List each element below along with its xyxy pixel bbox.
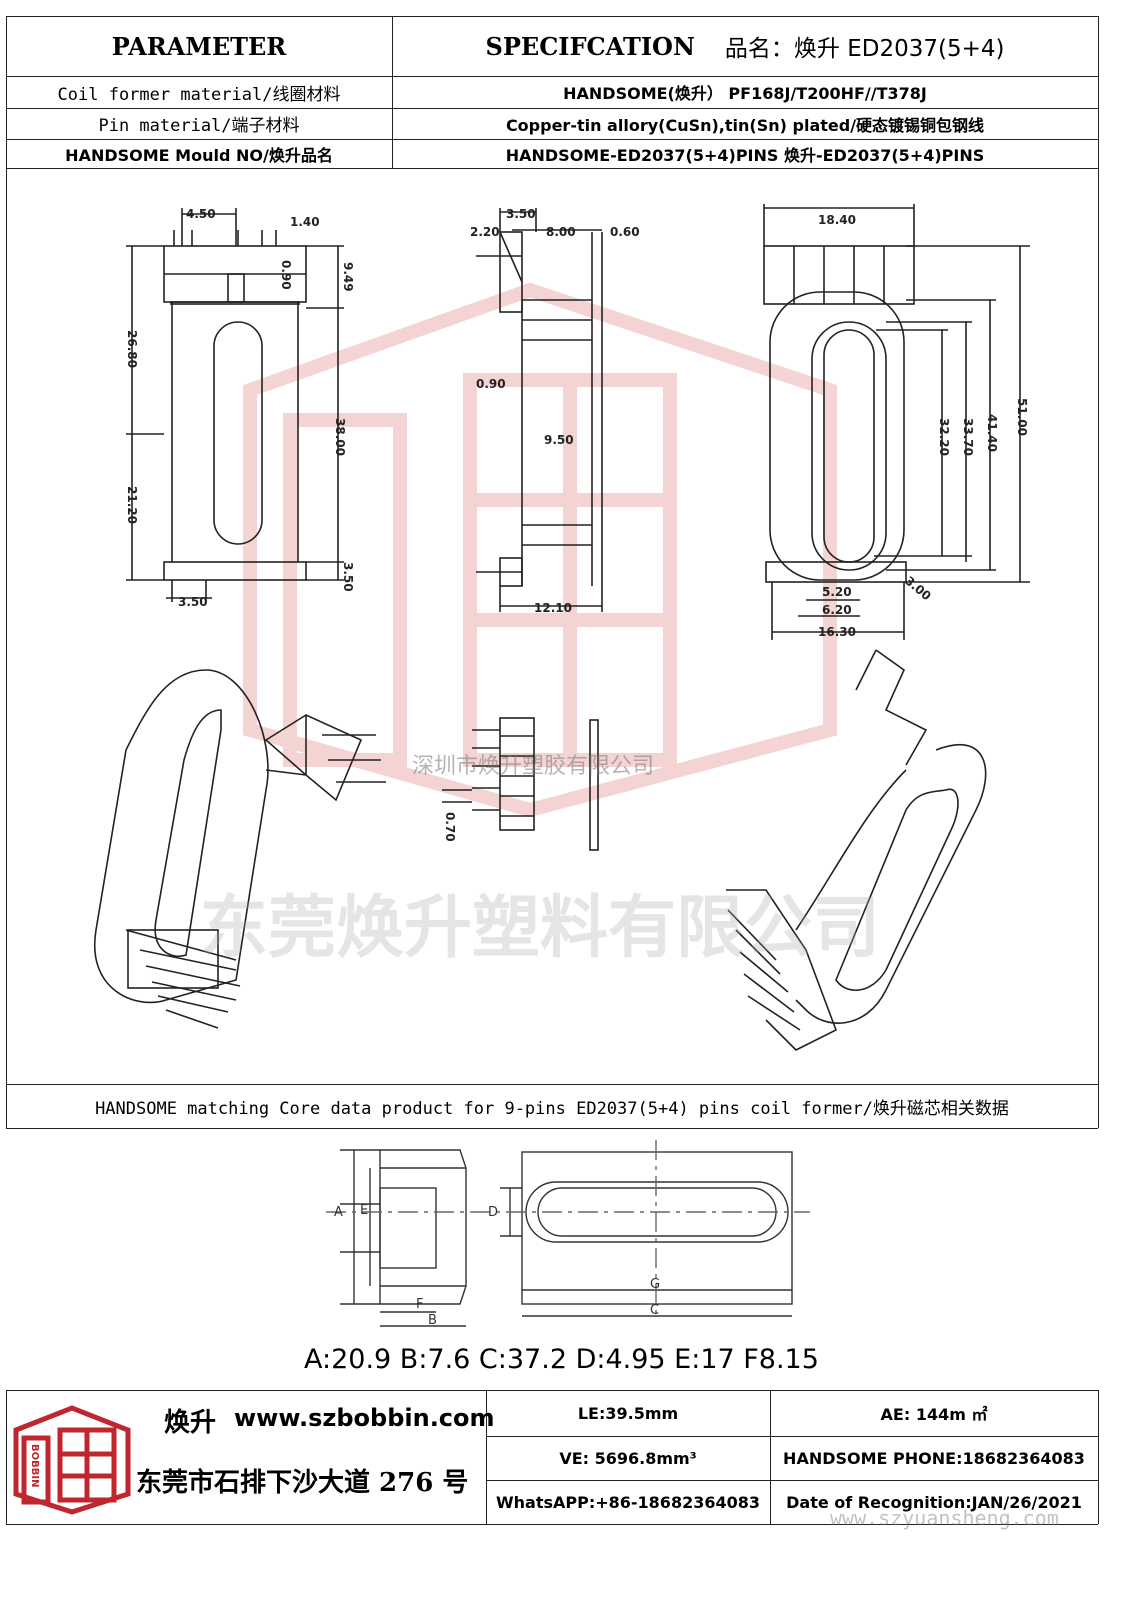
dim-side-3-50: 3.50 <box>506 207 536 221</box>
row-value-coil-material: HANDSOME(焕升） PF168J/T200HF//T378J <box>563 84 927 103</box>
dim-front-1-40: 1.40 <box>290 215 320 229</box>
core-section-title: HANDSOME matching Core data product for … <box>95 1098 1009 1119</box>
logo-text: BOBBIN <box>29 1444 40 1487</box>
dim-front-21-20: 21.20 <box>125 486 139 524</box>
dim-side-12-10: 12.10 <box>534 601 572 615</box>
core-letter-f: F <box>416 1297 423 1312</box>
row-label-coil-material: Coil former material/线圈材料 <box>57 84 341 105</box>
core-letter-g: G <box>650 1277 660 1292</box>
footer-ae: AE: 144m ㎡ <box>880 1405 988 1424</box>
dim-front-0-90: 0.90 <box>279 260 293 290</box>
dim-top-41-40: 41.40 <box>985 414 999 452</box>
watermark-logo-icon <box>243 282 837 818</box>
dim-top-6-20: 6.20 <box>822 603 852 617</box>
dim-side-9-50: 9.50 <box>544 433 574 447</box>
footer-date: Date of Recognition:JAN/26/2021 <box>786 1492 1082 1512</box>
core-letter-d: D <box>488 1205 498 1220</box>
iso-view-middle <box>442 717 599 851</box>
row-label-mould-no: HANDSOME Mould NO/焕升品名 <box>65 145 333 165</box>
footer-ve: VE: 5696.8mm³ <box>559 1448 697 1468</box>
dim-front-3-50-bottom: 3.50 <box>178 595 208 609</box>
iso-view-right <box>726 649 987 1051</box>
watermark-website: www.szyuansheng.com <box>830 1506 1059 1530</box>
watermark-company-large: 东莞焕升塑料有限公司 <box>200 889 881 968</box>
dim-pin-0-70: 0.70 <box>443 812 457 842</box>
row-value-mould-no: HANDSOME-ED2037(5+4)PINS 焕升-ED2037(5+4)P… <box>505 145 985 165</box>
dim-side-8-00: 8.00 <box>546 225 576 239</box>
dim-top-51-00: 51.00 <box>1015 398 1029 436</box>
specification-label: SPECIFCATION <box>485 31 695 61</box>
dim-top-16-30: 16.30 <box>818 625 856 639</box>
technical-drawing: 4.50 1.40 0.90 9.49 26.80 38.00 21.20 3.… <box>93 204 1030 1051</box>
dim-front-26-80: 26.80 <box>125 330 139 368</box>
core-values: A:20.9 B:7.6 C:37.2 D:4.95 E:17 F8.15 <box>304 1344 819 1375</box>
front-view <box>126 208 344 602</box>
footer-brand: 焕升 <box>164 1408 217 1438</box>
core-letter-a: A <box>334 1205 343 1220</box>
row-label-pin-material: Pin material/端子材料 <box>98 116 300 136</box>
dim-top-5-20: 5.20 <box>822 585 852 599</box>
core-letter-e: E <box>360 1203 368 1218</box>
core-letter-c: C <box>650 1303 659 1318</box>
footer-le: LE:39.5mm <box>577 1403 679 1423</box>
footer-website[interactable]: www.szbobbin.com <box>234 1404 495 1432</box>
dim-top-33-70: 33.70 <box>961 418 975 456</box>
company-logo-icon: BOBBIN <box>13 1405 131 1515</box>
core-letter-b: B <box>428 1313 437 1328</box>
product-name-label: 品名： <box>724 36 794 62</box>
row-value-pin-material: Copper-tin allory(CuSn),tin(Sn) plated/硬… <box>505 115 985 135</box>
side-view <box>476 208 603 612</box>
dim-side-0-90: 0.90 <box>476 377 506 391</box>
dim-top-3-00: 3.00 <box>902 574 934 604</box>
dim-front-4-50: 4.50 <box>186 207 216 221</box>
dim-side-0-60: 0.60 <box>610 225 640 239</box>
dim-side-2-20: 2.20 <box>470 225 500 239</box>
parameter-header: PARAMETER <box>111 31 287 61</box>
dim-front-38-00: 38.00 <box>333 418 347 456</box>
top-view <box>763 204 1030 640</box>
dim-top-18-40: 18.40 <box>818 213 856 227</box>
dim-top-32-20: 32.20 <box>937 418 951 456</box>
watermark-company-small: 深圳市焕升塑胶有限公司 <box>412 754 655 779</box>
dim-front-9-49: 9.49 <box>341 262 355 292</box>
product-name-value: 焕升 ED2037(5+4) <box>793 36 1005 62</box>
footer-address: 东莞市石排下沙大道 276 号 <box>136 1468 469 1498</box>
specification-header: SPECIFCATION 品名： 焕升 ED2037(5+4) <box>392 16 1098 76</box>
footer-whatsapp: WhatsAPP:+86-18682364083 <box>495 1492 760 1512</box>
core-drawing: A E F B D G C <box>326 1140 810 1328</box>
footer-phone: HANDSOME PHONE:18682364083 <box>783 1448 1085 1468</box>
dim-front-3-50-right: 3.50 <box>341 562 355 592</box>
iso-view-left <box>93 669 386 1029</box>
